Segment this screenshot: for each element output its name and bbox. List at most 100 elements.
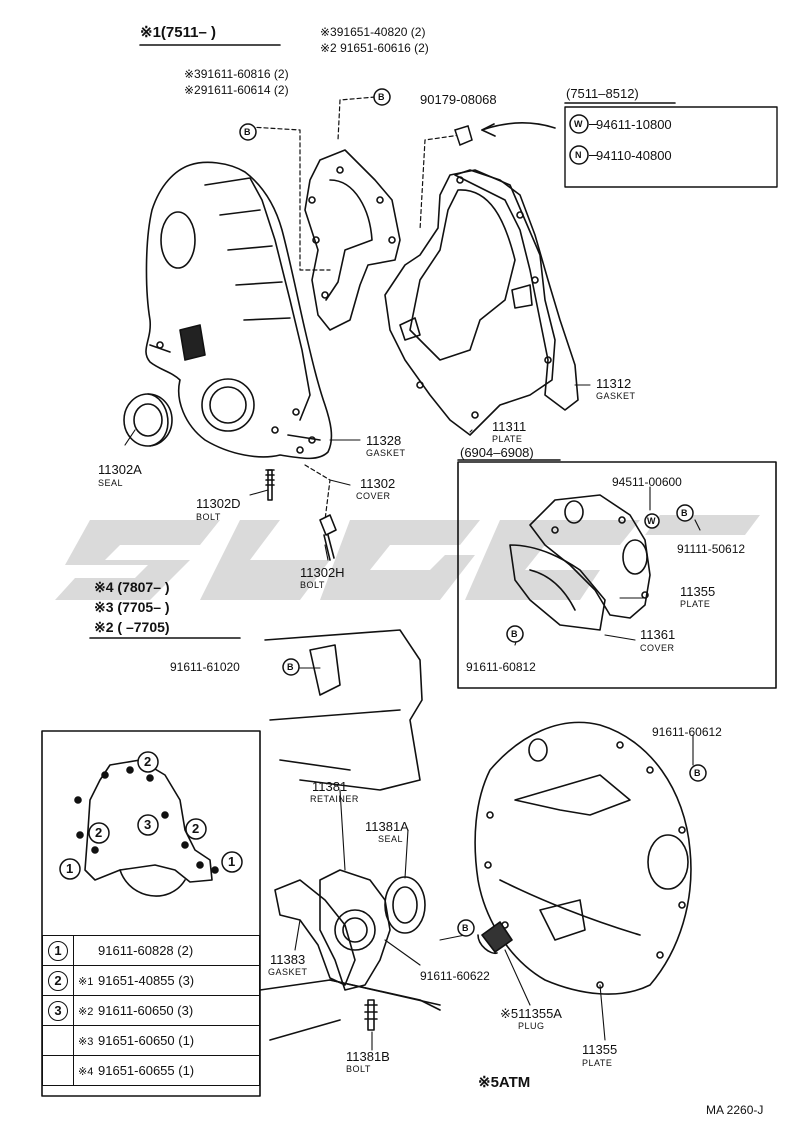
legend-row: 2 ※1 91651-40855 (3) <box>42 965 260 996</box>
legend-prefix: ※3 <box>78 1036 94 1048</box>
callout-94511-00600: 94511-00600 <box>612 475 682 489</box>
legend-prefix: ※2 <box>78 1006 94 1018</box>
callout-11328-sub: GASKET <box>366 448 406 458</box>
n-symbol-label: N <box>575 150 582 160</box>
callout-11381B: 11381B <box>346 1049 390 1064</box>
inset-marker-2: 2 <box>95 825 103 840</box>
callout-91611-60614: ※291611-60614 (2) <box>184 83 289 97</box>
plate-11355-large <box>474 721 692 995</box>
legend-part: 91651-60655 (1) <box>98 1063 195 1078</box>
note-atm: ※5ATM <box>478 1074 531 1091</box>
callout-91651-60616: ※2 91651-60616 (2) <box>320 41 429 55</box>
callout-11302: 11302 <box>360 476 396 491</box>
callout-11302A: 11302A <box>98 462 142 477</box>
callout-11328: 11328 <box>366 433 402 448</box>
callout-11355-small-sub: PLATE <box>680 599 711 609</box>
callout-11312: 11312 <box>596 376 632 391</box>
note-3: ※3 (7705– ) <box>94 599 170 615</box>
legend-part: 91611-60650 (3) <box>98 1003 194 1018</box>
seal-11381A <box>384 876 426 934</box>
b-symbol-label: B <box>694 768 701 778</box>
callout-11312-sub: GASKET <box>596 391 636 401</box>
callout-11355-large: 11355 <box>582 1042 618 1057</box>
legend-key: 1 <box>48 940 68 961</box>
note-2: ※2 ( –7705) <box>94 619 170 635</box>
b-symbol-label: B <box>511 629 518 639</box>
bolt-legend-table: 1 91611-60828 (2) 2 ※1 91651-40855 (3) 3 … <box>42 935 260 1086</box>
callout-11355-large-sub: PLATE <box>582 1058 613 1068</box>
watermark-logo <box>55 515 760 600</box>
gasket-11312 <box>454 169 579 411</box>
bolt-11381B <box>364 999 378 1031</box>
legend-prefix: ※1 <box>78 976 94 988</box>
plate-11311 <box>384 169 556 436</box>
callout-91111-50612: 91111-50612 <box>677 542 746 556</box>
range-7511-8512: (7511–8512) <box>566 86 639 101</box>
callout-11381A: 11381A <box>365 819 409 834</box>
callout-91611-60612: 91611-60612 <box>652 725 722 739</box>
gasket-11328 <box>304 149 401 331</box>
callout-91611-60622: 91611-60622 <box>420 969 490 983</box>
legend-part: 91651-40855 (3) <box>98 973 195 988</box>
inset-marker-1: 1 <box>66 861 74 876</box>
legend-row: 1 91611-60828 (2) <box>42 935 260 966</box>
callout-11311: 11311 <box>492 419 527 434</box>
callout-94611-10800: 94611-10800 <box>596 117 672 132</box>
callout-11355A-sub: PLUG <box>518 1021 545 1031</box>
callout-11361-sub: COVER <box>640 643 675 653</box>
callout-11302H-sub: BOLT <box>300 580 325 590</box>
plate-11355-small <box>529 494 651 619</box>
document-id: MA 2260-J <box>706 1103 764 1117</box>
leader-dash <box>589 155 597 156</box>
timing-cover-11302 <box>145 161 333 460</box>
legend-prefix: ※4 <box>78 1066 94 1078</box>
callout-90179-08068: 90179-08068 <box>420 92 497 107</box>
legend-row: 3 ※2 91611-60650 (3) <box>42 995 260 1026</box>
callout-94110-40800: 94110-40800 <box>596 148 672 163</box>
gasket-11383 <box>274 879 356 986</box>
callout-91611-60816: ※391611-60816 (2) <box>184 67 289 81</box>
b-symbol-label: B <box>287 662 294 672</box>
callout-11381: 11381 <box>312 779 348 794</box>
cover-11361 <box>509 544 606 631</box>
callout-11302D-sub: BOLT <box>196 512 221 522</box>
inset-marker-2: 2 <box>192 821 200 836</box>
seal-11302A <box>123 393 173 447</box>
callout-11355A: ※511355A <box>500 1006 562 1021</box>
b-symbol-label: B <box>462 923 469 933</box>
callout-11302D: 11302D <box>196 496 241 511</box>
callout-11381A-sub: SEAL <box>378 834 404 844</box>
callout-11302H: 11302H <box>300 565 345 580</box>
callout-91611-60812: 91611-60812 <box>466 660 536 674</box>
callout-11383: 11383 <box>270 952 306 967</box>
range-6904-6908: (6904–6908) <box>460 445 534 460</box>
w-symbol-label: W <box>574 119 583 129</box>
callout-11311-sub: PLATE <box>492 434 523 444</box>
retainer-11381 <box>319 869 391 991</box>
symbol-markers <box>239 88 707 937</box>
leader-dash <box>589 124 597 125</box>
code-note-1: ※1(7511– ) <box>140 24 216 41</box>
callout-11355-small: 11355 <box>680 584 716 599</box>
callout-11361: 11361 <box>640 627 676 642</box>
callout-11381B-sub: BOLT <box>346 1064 371 1074</box>
plug-11355A <box>477 921 513 955</box>
callout-91611-61020: 91611-61020 <box>170 660 240 674</box>
b-symbol-label: B <box>244 127 251 137</box>
callout-11381-sub: RETAINER <box>310 794 359 804</box>
legend-key: 3 <box>48 1000 68 1021</box>
callout-11383-sub: GASKET <box>268 967 308 977</box>
w-symbol-label: W <box>647 516 656 526</box>
legend-key: 2 <box>48 970 68 991</box>
callout-11302-sub: COVER <box>356 491 391 501</box>
legend-row: ※4 91651-60655 (1) <box>42 1055 260 1086</box>
inset-marker-3: 3 <box>144 817 152 832</box>
bolt-11302H <box>319 514 337 561</box>
engine-block-outline <box>259 629 441 1041</box>
inset-marker-1: 1 <box>228 854 236 869</box>
callout-11302A-sub: SEAL <box>98 478 124 488</box>
inset-bolt-location-diagram <box>74 759 219 897</box>
callout-91651-40820: ※391651-40820 (2) <box>320 25 426 39</box>
